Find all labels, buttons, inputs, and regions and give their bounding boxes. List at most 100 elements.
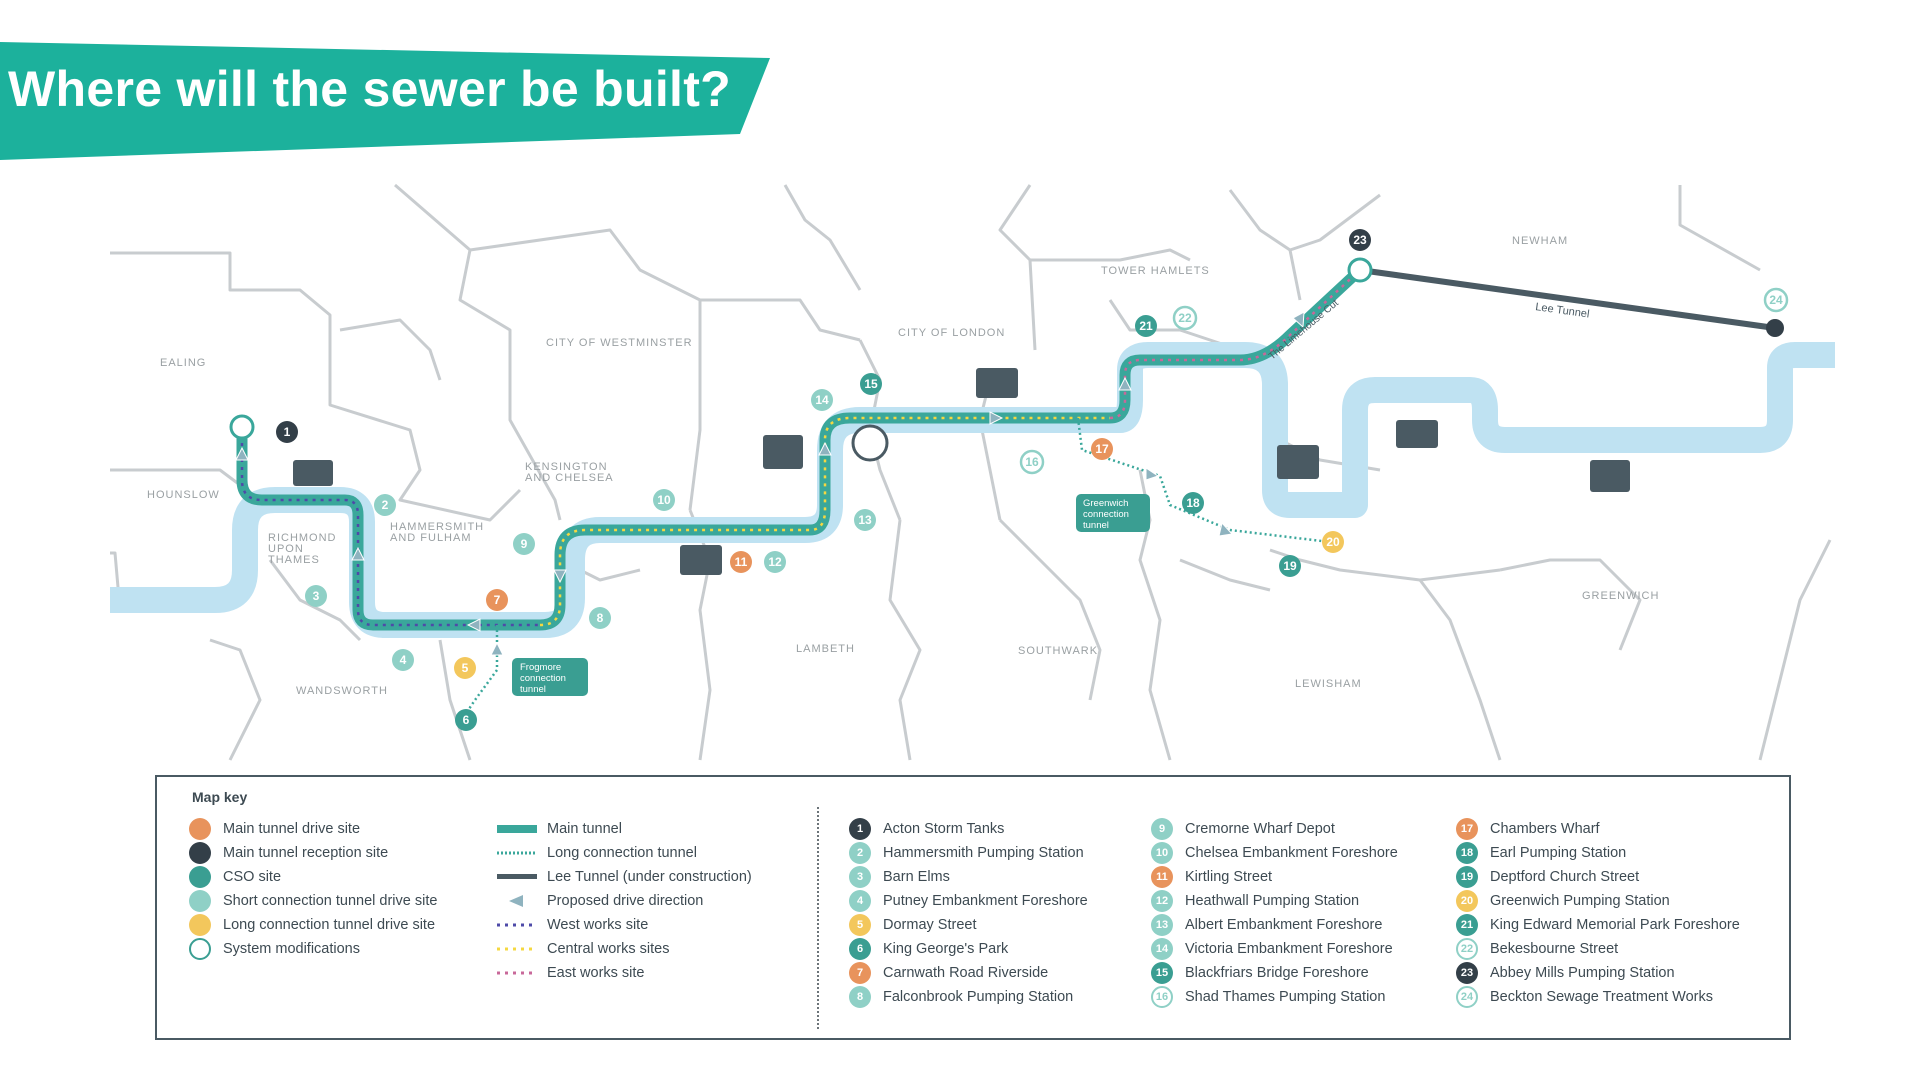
river-thames [110, 342, 1835, 638]
borough-label: TOWER HAMLETS [1101, 265, 1210, 277]
site-number-badge: 8 [847, 986, 873, 1008]
site-name: Abbey Mills Pumping Station [1490, 965, 1675, 981]
site-number: 3 [849, 866, 871, 888]
site-number: 21 [1456, 914, 1478, 936]
site-marker-1: 1 [276, 421, 298, 443]
site-number: 24 [1456, 986, 1478, 1008]
site-marker-label: 11 [735, 555, 748, 569]
borough-label: LEWISHAM [1295, 678, 1362, 690]
borough-label: CITY OF WESTMINSTER [546, 337, 693, 349]
site-number-badge: 17 [1454, 818, 1480, 840]
site-name: Shad Thames Pumping Station [1185, 989, 1386, 1005]
legend-row: Main tunnel drive site [187, 817, 437, 841]
sysmod-ring-23 [1347, 257, 1373, 283]
borough-label: WANDSWORTH [296, 685, 388, 697]
borough-label: AND FULHAM [390, 532, 472, 544]
site-marker-label: 6 [463, 713, 470, 727]
site-name: Earl Pumping Station [1490, 845, 1627, 861]
borough-label: HOUNSLOW [147, 489, 220, 501]
site-marker-9: 9 [513, 533, 535, 555]
site-number-badge: 6 [847, 938, 873, 960]
legend-divider [817, 807, 819, 1029]
site-marker-4: 4 [392, 649, 414, 671]
site-number-badge: 5 [847, 914, 873, 936]
legend-row: Proposed drive direction [497, 889, 752, 913]
legend-row: Main tunnel [497, 817, 752, 841]
legend-label: Short connection tunnel drive site [223, 893, 438, 909]
thames-barrier-icon [1590, 460, 1630, 492]
site-row: 8 Falconbrook Pumping Station [847, 985, 1088, 1009]
main-tunnel-route [236, 265, 1364, 631]
site-name: Blackfriars Bridge Foreshore [1185, 965, 1369, 981]
site-name: Falconbrook Pumping Station [883, 989, 1074, 1005]
site-marker-18: 18 [1182, 492, 1204, 514]
legend-label: Lee Tunnel (under construction) [547, 869, 752, 885]
site-marker-3: 3 [305, 585, 327, 607]
site-row: 15 Blackfriars Bridge Foreshore [1149, 961, 1398, 985]
borough-label: THAMES [268, 554, 320, 566]
greenwich-callout: Greenwich connection tunnel [1076, 494, 1150, 532]
site-type-swatch [187, 890, 213, 912]
site-number: 9 [1151, 818, 1173, 840]
site-number: 7 [849, 962, 871, 984]
legend-row: System modifications [187, 937, 437, 961]
svg-text:connection: connection [1083, 509, 1129, 520]
site-marker-label: 15 [864, 377, 878, 391]
site-marker-13: 13 [854, 509, 876, 531]
power-station-icon [680, 545, 722, 575]
borough-labels: EALING HOUNSLOW RICHMOND UPON THAMES HAM… [147, 235, 1658, 697]
site-type-swatch [187, 818, 213, 840]
site-number-badge: 22 [1454, 938, 1480, 960]
borough-label: LAMBETH [796, 643, 855, 655]
site-number: 15 [1151, 962, 1173, 984]
legend-row: Long connection tunnel drive site [187, 913, 437, 937]
site-name: Cremorne Wharf Depot [1185, 821, 1335, 837]
site-number-badge: 18 [1454, 842, 1480, 864]
landmark-icons [293, 368, 1630, 575]
site-marker-label: 8 [597, 611, 604, 625]
site-marker-10: 10 [653, 489, 675, 511]
site-number-badge: 20 [1454, 890, 1480, 912]
parliament-icon [763, 435, 803, 469]
site-marker-23: 23 [1349, 229, 1371, 251]
site-number: 6 [849, 938, 871, 960]
site-marker-16: 16 [1019, 449, 1045, 475]
legend-row: Short connection tunnel drive site [187, 889, 437, 913]
svg-text:Frogmore: Frogmore [520, 662, 561, 673]
site-number-badge: 12 [1149, 890, 1175, 912]
site-marker-label: 3 [313, 589, 320, 603]
legend-row: Lee Tunnel (under construction) [497, 865, 752, 889]
site-number: 17 [1456, 818, 1478, 840]
site-marker-8: 8 [589, 607, 611, 629]
site-number: 22 [1456, 938, 1478, 960]
borough-label: EALING [160, 357, 206, 369]
borough-boundaries [110, 183, 1832, 761]
site-name: Heathwall Pumping Station [1185, 893, 1360, 909]
borough-label: HAMMERSMITH [390, 521, 484, 533]
site-number: 16 [1151, 986, 1173, 1008]
banner-shape [0, 42, 770, 160]
site-marker-label: 24 [1769, 293, 1783, 307]
legend-label: Long connection tunnel [547, 845, 697, 861]
site-name: Victoria Embankment Foreshore [1185, 941, 1393, 957]
site-marker-label: 18 [1186, 496, 1200, 510]
swatch-dot [189, 938, 211, 960]
site-name: Chambers Wharf [1490, 821, 1600, 837]
site-number-badge: 10 [1149, 842, 1175, 864]
site-number-badge: 1 [847, 818, 873, 840]
borough-label: NEWHAM [1512, 235, 1568, 247]
legend-row: Long connection tunnel [497, 841, 752, 865]
o2-arena-icon [1396, 420, 1438, 448]
main-line-swatch [497, 823, 537, 835]
site-number: 18 [1456, 842, 1478, 864]
